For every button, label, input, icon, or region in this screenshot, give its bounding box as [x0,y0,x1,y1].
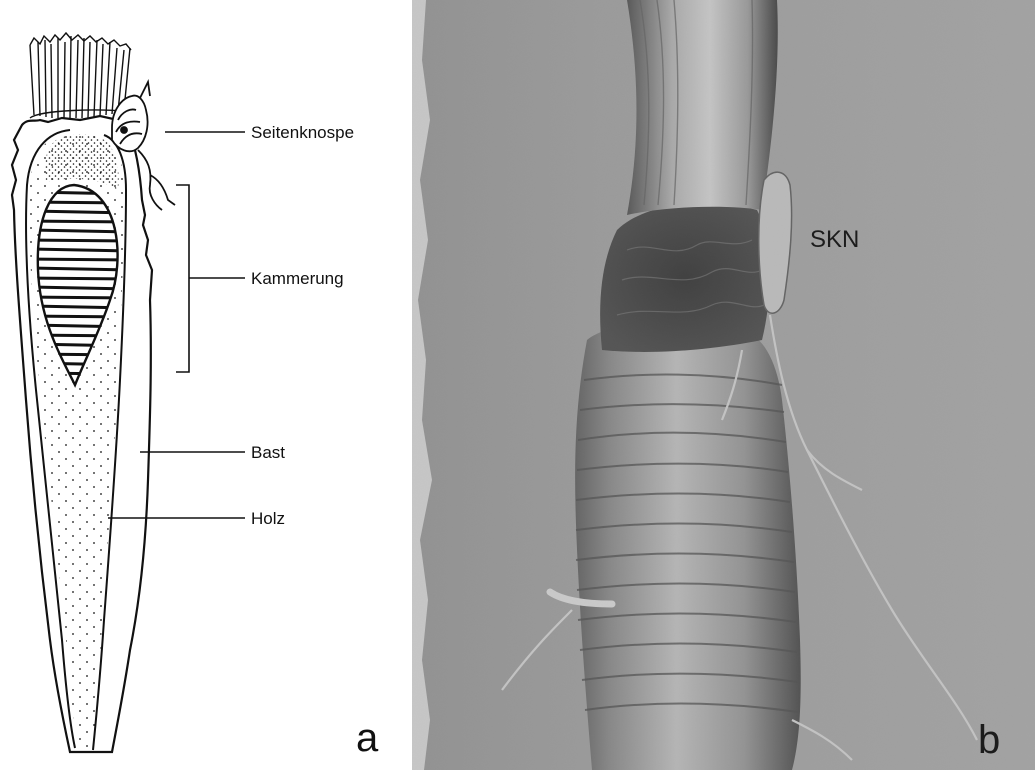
label-bast: Bast [251,444,285,461]
top-fringe [30,33,132,118]
panel-b-photo [412,0,1035,770]
label-seitenknospe: Seitenknospe [251,124,354,141]
panel-a-drawing [0,0,412,770]
label-holz: Holz [251,510,285,527]
panel-letter-b: b [978,720,1000,760]
panel-letter-a: a [356,718,378,758]
label-skn: SKN [810,228,859,252]
label-kammerung: Kammerung [251,270,344,287]
